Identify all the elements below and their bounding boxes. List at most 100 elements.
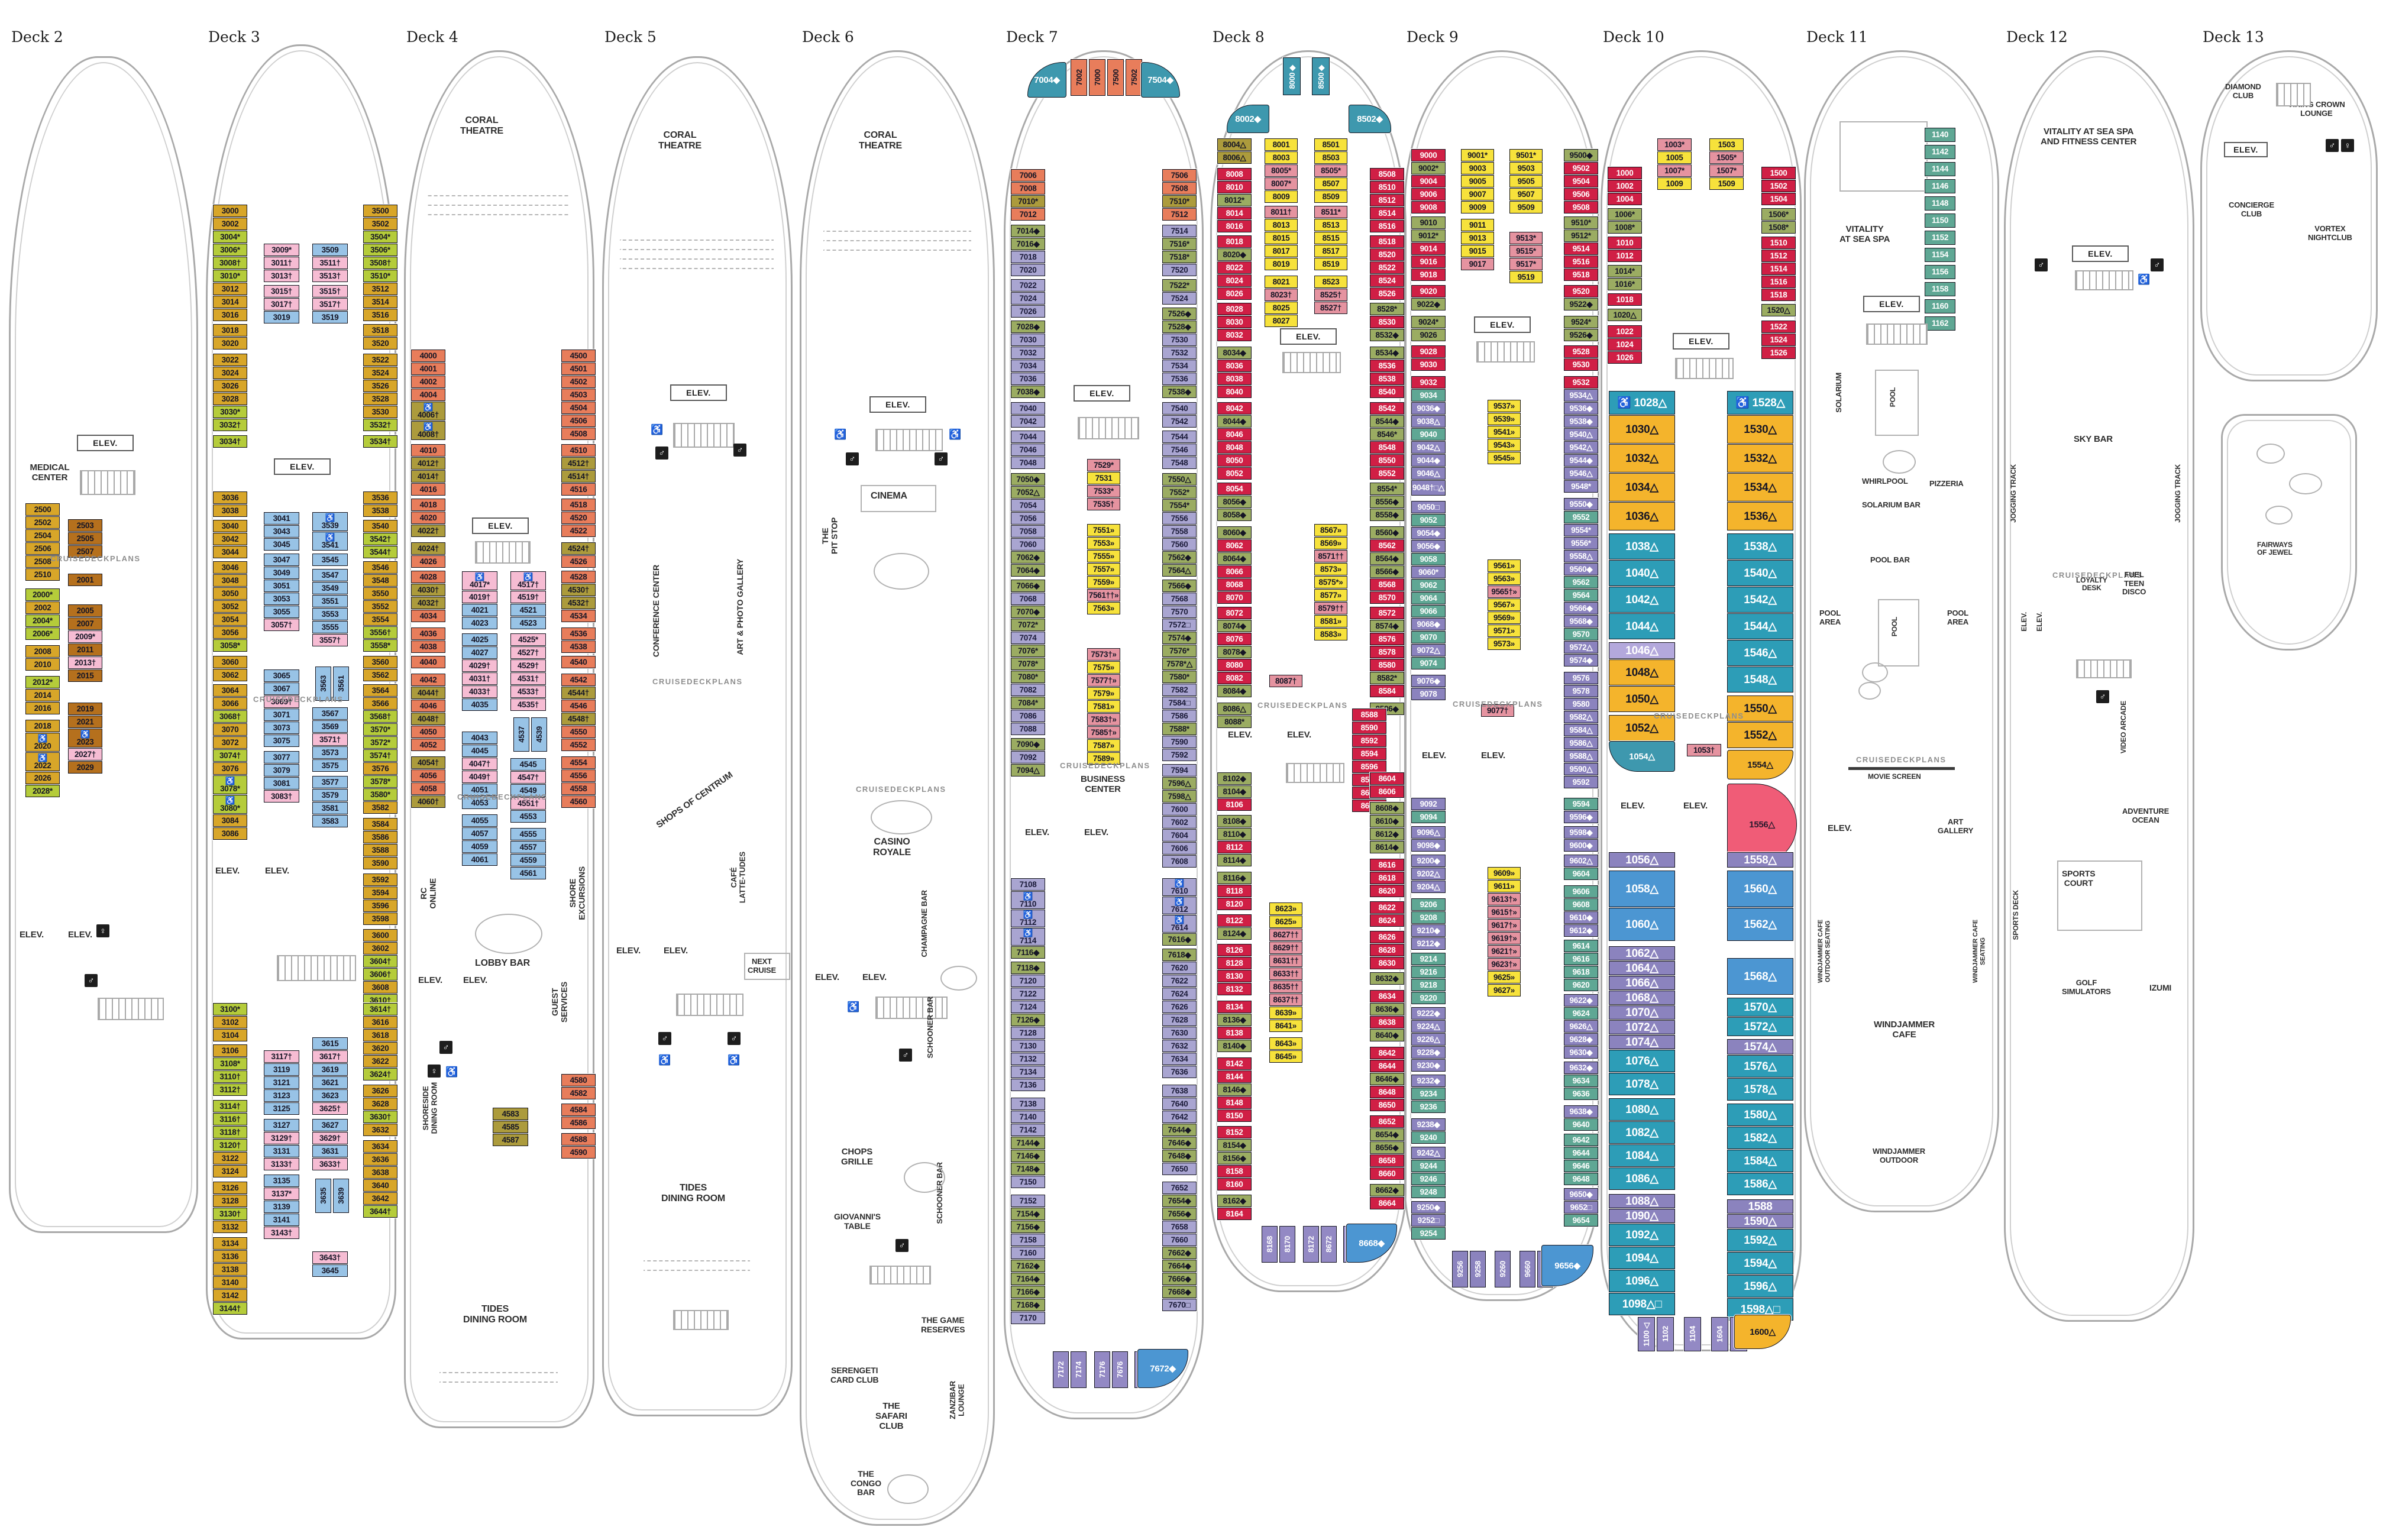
cabin-3024: 3024: [213, 367, 247, 379]
cabin-row-vertical: 81688170817286728670: [1260, 1226, 1359, 1263]
cabin-7589: 7589»: [1087, 752, 1120, 765]
cabin-3015: 3015†: [264, 285, 299, 297]
cabin-3515: 3515†: [312, 285, 348, 297]
cabin-3138: 3138: [213, 1263, 247, 1276]
cabin-1534: 1534△: [1727, 473, 1793, 502]
cabin-4519: 4519†: [510, 591, 546, 603]
cabin-9614: 9614: [1564, 940, 1598, 952]
cabin-9578: 9578: [1564, 685, 1598, 697]
cabin-3123: 3123: [264, 1089, 299, 1102]
restroom-icon: ♂: [85, 974, 98, 987]
venue-label-cinema: CINEMA: [871, 491, 907, 501]
ship-hull-outline: [1601, 50, 1802, 1351]
cabin-7156: 7156◆: [1011, 1221, 1045, 1233]
cabin-7638: 7638: [1162, 1085, 1197, 1097]
cabin-8503: 8503: [1314, 151, 1347, 164]
cabin-2503: 2503: [68, 519, 102, 532]
cabin-7598: 7598△: [1162, 790, 1197, 803]
cabin-4061: 4061: [462, 853, 497, 866]
cabin-8645: 8645»: [1269, 1050, 1302, 1063]
cabin-9636: 9636: [1564, 1088, 1598, 1100]
cabin-9627: 9627»: [1488, 984, 1521, 997]
cabin-8004: 8004△: [1217, 138, 1252, 151]
cabin-9014: 9014: [1411, 242, 1446, 255]
cabin-1007: 1007*: [1657, 164, 1692, 177]
cabin-3071: 3071: [264, 708, 299, 721]
cabin-8620: 8620: [1370, 885, 1404, 897]
elevator: ELEV.: [2072, 245, 2129, 262]
cabin-9240: 9240: [1411, 1131, 1446, 1144]
cabin-8502: 8502◆: [1349, 105, 1391, 133]
watermark: CRUISEDECKPLANS: [1257, 701, 1348, 710]
cabin-2504: 2504: [25, 529, 60, 542]
cabin-8635: 8635††: [1269, 981, 1302, 993]
cabin-2021: 2021: [68, 716, 102, 728]
cabin-7080: 7080*: [1011, 671, 1045, 683]
cabin-1574: 1574△: [1727, 1039, 1793, 1054]
cabin-7088: 7088: [1011, 723, 1045, 735]
cabin-4539: 4539: [531, 717, 547, 752]
cabin-8023: 8023†: [1265, 289, 1298, 301]
cabin-3551: 3551: [312, 595, 348, 607]
cabin-2016: 2016: [25, 702, 60, 714]
cabin-7566: 7566◆: [1162, 580, 1197, 592]
cabin-4053: 4053: [462, 797, 497, 809]
cabin-1098: 1098△□: [1609, 1293, 1675, 1315]
cabin-9610: 9610◆: [1564, 911, 1598, 924]
cabin-9022: 9022◆: [1411, 298, 1446, 310]
cabin-3594: 3594: [363, 887, 397, 899]
cabin-3572: 3572*: [363, 736, 397, 749]
cabin-1034: 1034△: [1609, 473, 1675, 502]
cabin-9512: 9512*: [1564, 229, 1598, 242]
cabin-9060: 9060*: [1411, 566, 1446, 578]
cabin-8662: 8662◆: [1370, 1184, 1404, 1196]
elevator: ELEV.: [869, 396, 926, 413]
cabin-9621: 9621†»: [1488, 945, 1521, 957]
cabin-4520: 4520: [561, 512, 596, 524]
cabin-9611: 9611»: [1488, 880, 1521, 892]
cabin-3631: 3631: [312, 1145, 348, 1157]
cabin-9011: 9011: [1461, 219, 1494, 231]
cabin-4047: 4047†: [462, 758, 497, 770]
cabin-1548: 1548△: [1727, 667, 1793, 693]
cabin-8610: 8610◆: [1370, 815, 1404, 827]
watermark: CRUISEDECKPLANS: [1453, 700, 1543, 708]
cabin-7634: 7634: [1162, 1053, 1197, 1065]
ship-hull-outline: [800, 50, 995, 1526]
cabin-8527: 8527†: [1314, 302, 1347, 314]
cabin-4558: 4558: [561, 782, 596, 795]
cabin-1162: 1162: [1925, 316, 1955, 331]
ship-hull-outline: [9, 56, 198, 1233]
cabin-3544: 3544†: [363, 546, 397, 558]
cabin-4050: 4050: [411, 726, 445, 738]
cabin-9615: 9615†»: [1488, 906, 1521, 918]
watermark: CRUISEDECKPLANS: [457, 792, 548, 801]
cabin-4526: 4526: [561, 555, 596, 568]
cabin-7040: 7040: [1011, 402, 1045, 415]
restroom-icon: ♂: [733, 444, 746, 457]
cabin-1036: 1036△: [1609, 502, 1675, 530]
cabin-1576: 1576△: [1727, 1055, 1793, 1078]
cabin-4024: 4024†: [411, 542, 445, 555]
cabin-9506: 9506: [1564, 188, 1598, 200]
cabin-8086: 8086△: [1217, 703, 1252, 715]
cabin-9526: 9526◆: [1564, 329, 1598, 341]
cabin-1536: 1536△: [1727, 502, 1793, 530]
cabin-4535: 4535†: [510, 698, 546, 711]
cabin-7002: 7002: [1071, 59, 1087, 96]
cabin-9545: 9545»: [1488, 452, 1521, 464]
cabin-9026: 9026: [1411, 329, 1446, 341]
cabin-7554: 7554*: [1162, 499, 1197, 512]
cabin-3512: 3512: [363, 283, 397, 295]
cabin-8068: 8068: [1217, 578, 1252, 591]
cabin-9543: 9543»: [1488, 439, 1521, 451]
cabin-8013: 8013: [1265, 219, 1298, 231]
cabin-4518: 4518: [561, 499, 596, 511]
